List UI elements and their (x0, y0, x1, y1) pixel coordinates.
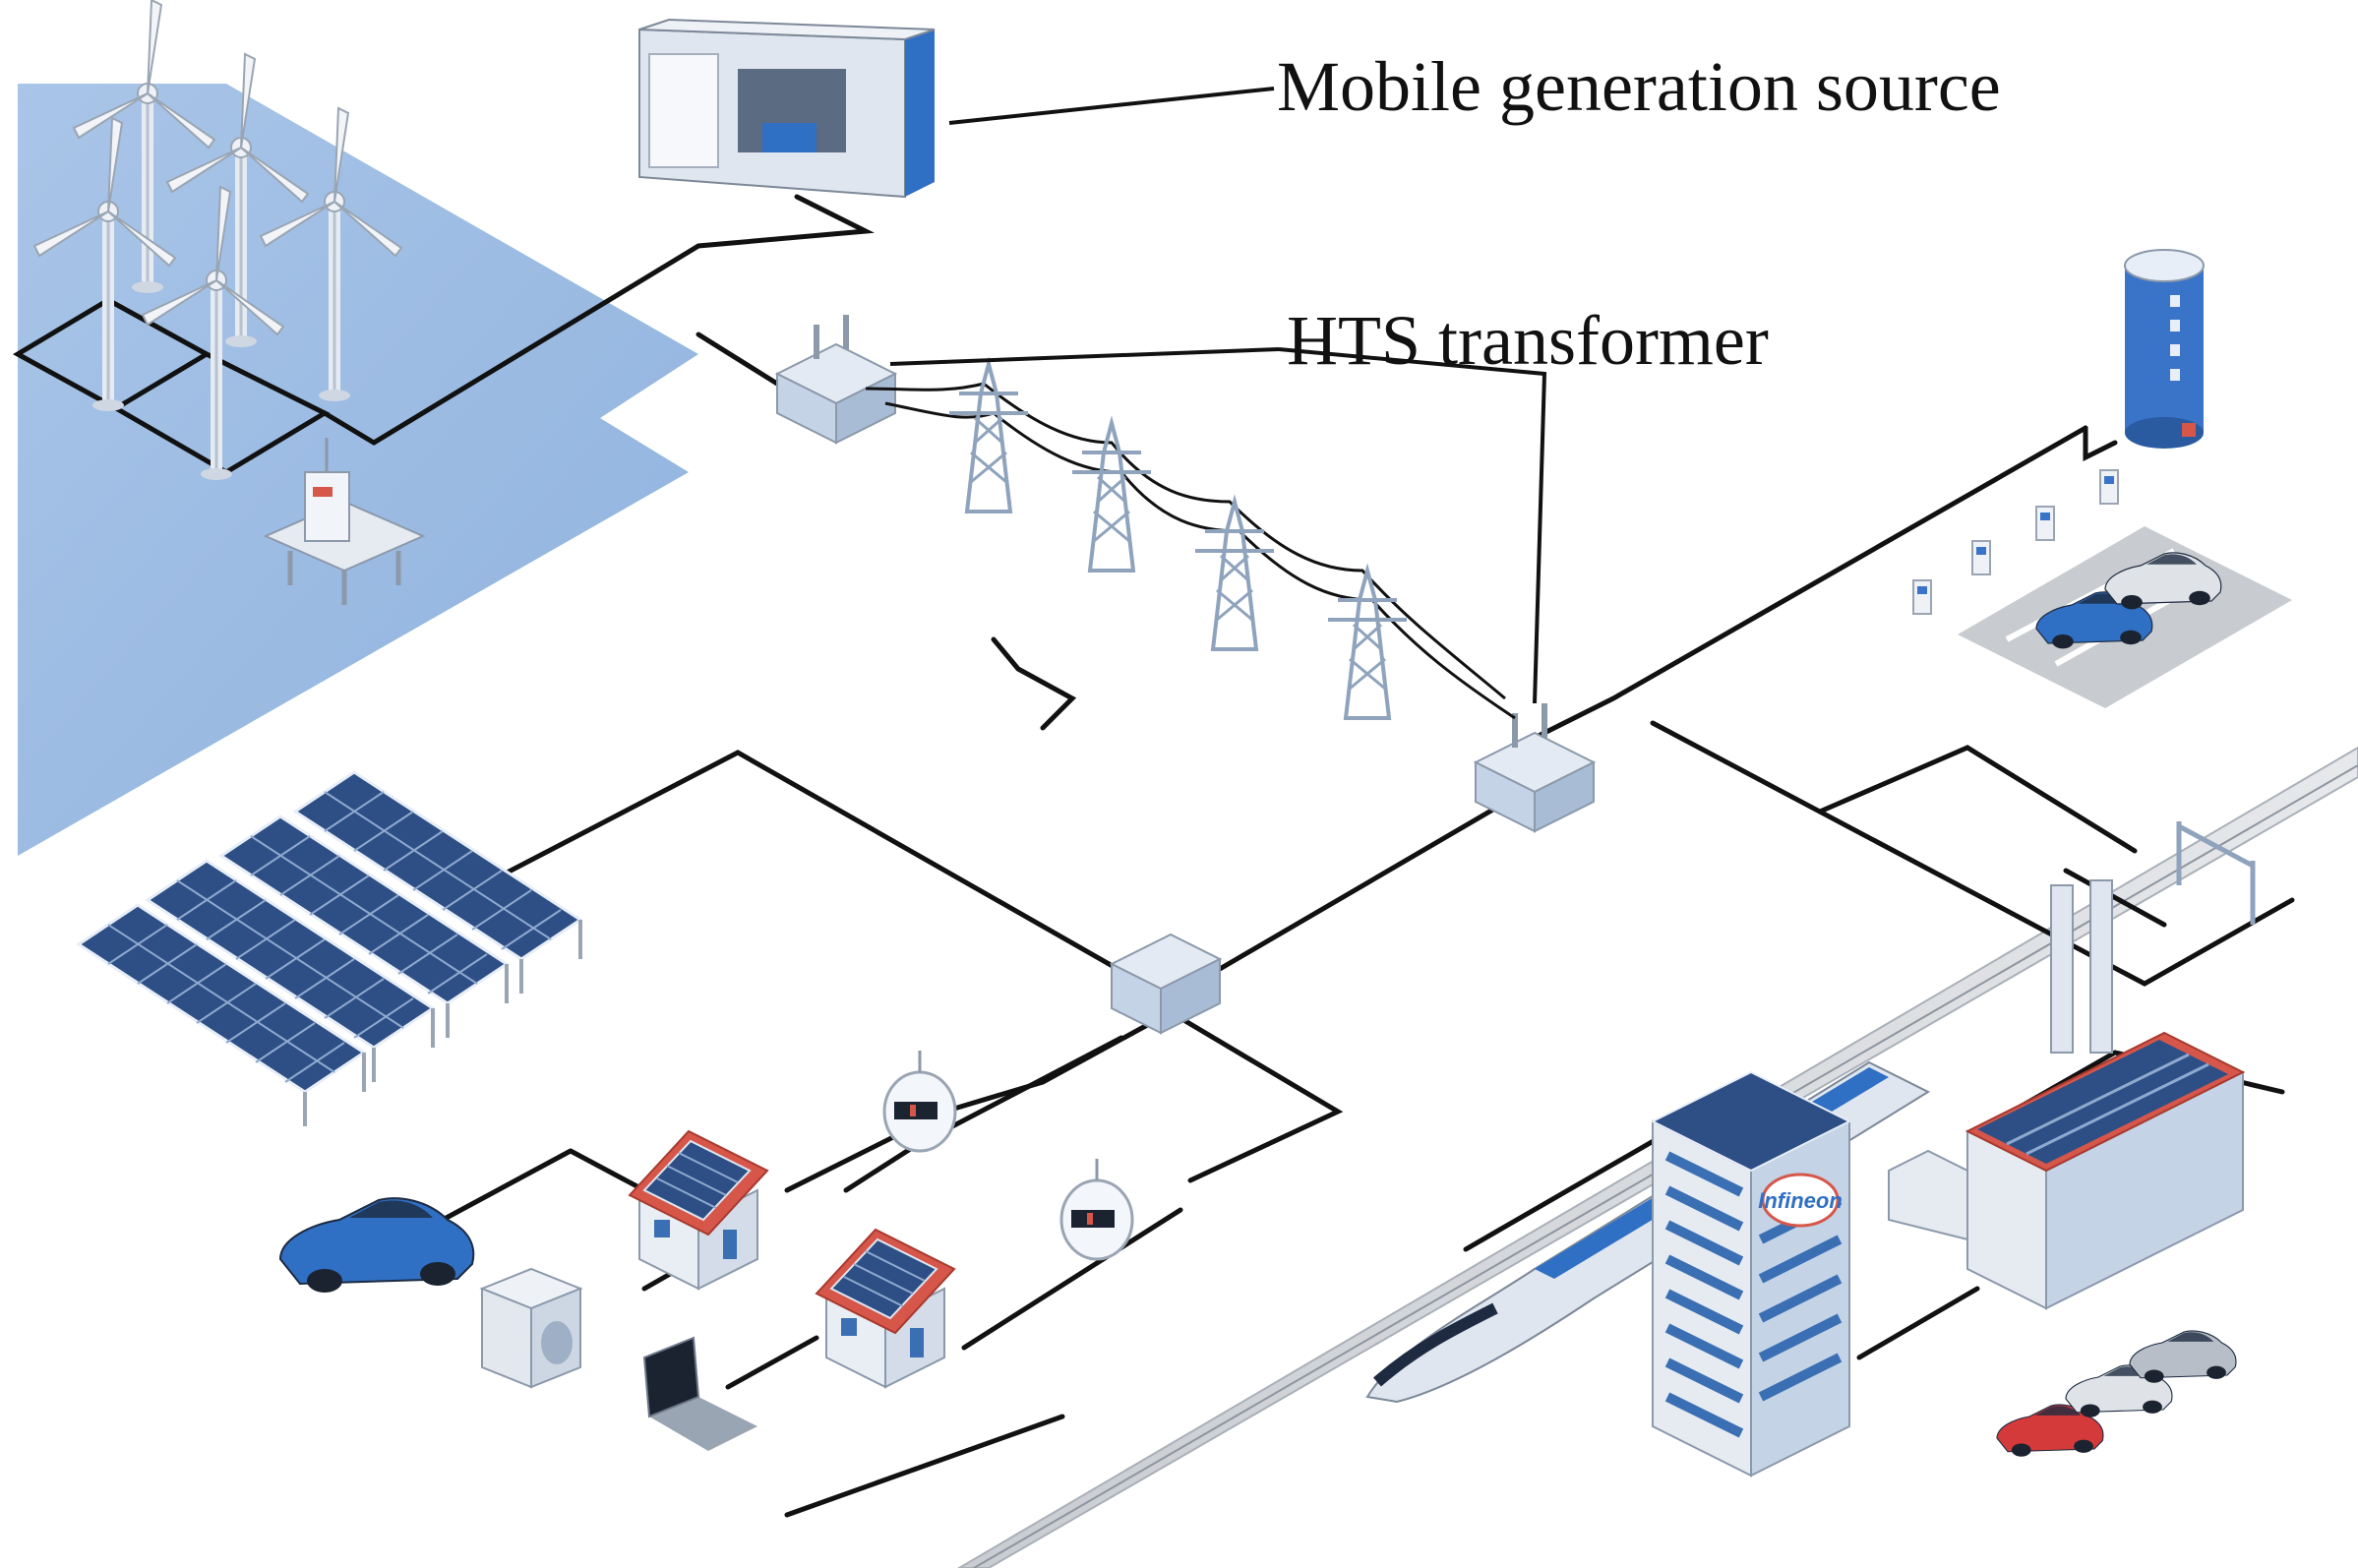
office-building-icon: Infineon (1650, 1070, 1852, 1478)
mobile-generation-label: Mobile generation source (1277, 47, 2001, 126)
ev-charger-icon (2035, 506, 2055, 541)
house-icon (629, 1130, 768, 1290)
transmission-tower-icon (1193, 500, 1276, 651)
power-cables (12, 194, 2295, 1518)
transmission-tower-icon (1326, 569, 1409, 720)
offshore-substation (263, 438, 426, 605)
ev-charger-icon (1912, 579, 1932, 615)
smart-meter-icon (882, 1049, 957, 1153)
laptop-icon (642, 1336, 757, 1451)
transformer-icon (1473, 703, 1597, 833)
car-icon (2129, 1330, 2237, 1384)
ev-charger-icon (1971, 540, 1991, 575)
factory-icon (1888, 879, 2246, 1310)
infineon-logo: Infineon (1758, 1188, 1843, 1213)
house-icon (816, 1229, 955, 1388)
transmission-line (865, 382, 1516, 720)
transmission-tower-icon (1070, 421, 1153, 573)
hts-transformer-label: HTS transformer (1287, 301, 1769, 380)
distribution-substation (1109, 933, 1223, 1035)
battery-storage-icon (2124, 249, 2205, 449)
washing-machine-icon (479, 1267, 583, 1389)
car-icon (279, 1197, 475, 1294)
label-leaders (889, 87, 1547, 704)
offshore-sea-area (18, 84, 698, 856)
generator-container-icon (638, 18, 936, 199)
catenary-gantry (2176, 821, 2256, 925)
ev-charger-icon (2099, 469, 2119, 505)
transformer-icon (774, 315, 898, 445)
smart-meter-icon (1059, 1157, 1134, 1261)
